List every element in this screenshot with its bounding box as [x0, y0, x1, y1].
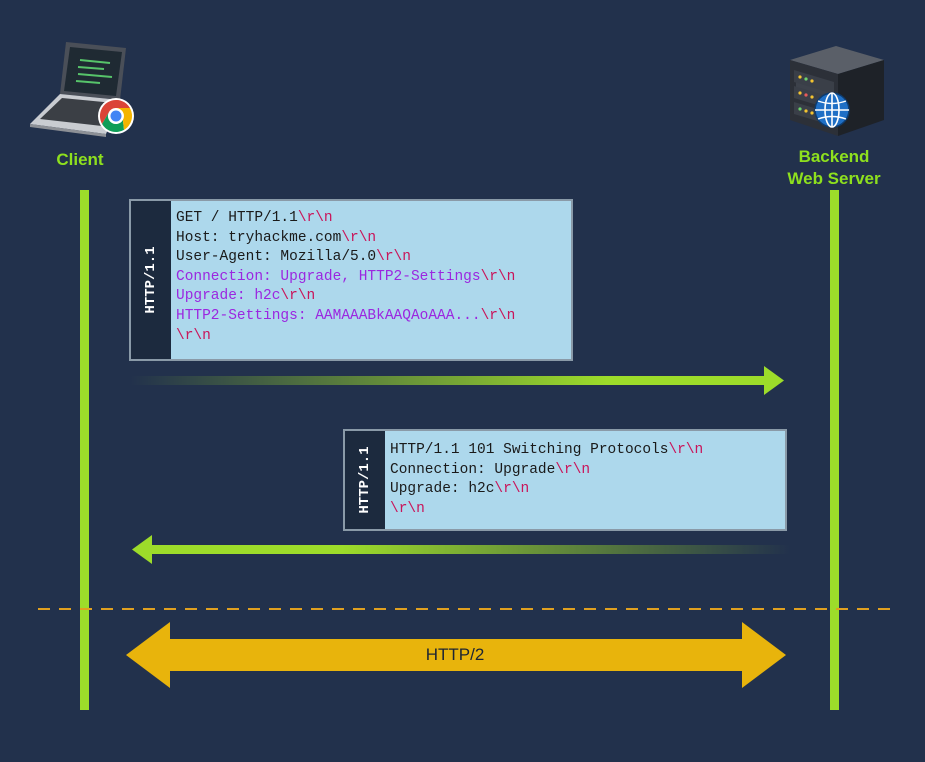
- response-line: \r\n: [390, 500, 703, 520]
- crlf-marker: \r\n: [480, 268, 516, 285]
- client-icon: [28, 38, 138, 138]
- request-header-text: Upgrade: h2c: [176, 288, 281, 305]
- http2-label: HTTP/2: [425, 645, 485, 664]
- request-header-text: User-Agent: Mozilla/5.0: [176, 249, 377, 266]
- upgrade-divider: [38, 597, 890, 610]
- request-header-text: HTTP2-Settings: AAMAAABkAAQAoAAA...: [176, 307, 481, 324]
- request-arrow: [130, 365, 790, 397]
- crlf-marker: \r\n: [668, 442, 704, 458]
- response-header-text: Upgrade: h2c: [390, 481, 495, 498]
- globe-icon: [814, 92, 850, 128]
- response-message-box: HTTP/1.1 HTTP/1.1 101 Switching Protocol…: [343, 429, 787, 531]
- crlf-marker: \r\n: [555, 461, 591, 478]
- request-protocol-tag-label: HTTP/1.1: [143, 246, 159, 314]
- request-header-text: Connection: Upgrade, HTTP2-Settings: [176, 268, 481, 285]
- server-rack-icon: [780, 40, 890, 140]
- response-header-text: Connection: Upgrade: [390, 461, 556, 478]
- response-line: Upgrade: h2c\r\n: [390, 480, 703, 500]
- request-line: GET / HTTP/1.1\r\n: [176, 209, 515, 229]
- request-protocol-tag: HTTP/1.1: [131, 201, 171, 359]
- request-header-text: GET / HTTP/1.1: [176, 210, 298, 226]
- request-line: \r\n: [176, 327, 515, 347]
- request-line: HTTP2-Settings: AAMAAABkAAQAoAAA...\r\n: [176, 307, 515, 327]
- crlf-marker: \r\n: [297, 210, 333, 226]
- server-label: Backend Web Server: [769, 146, 899, 190]
- response-header-text: HTTP/1.1 101 Switching Protocols: [390, 442, 669, 458]
- request-line: Connection: Upgrade, HTTP2-Settings\r\n: [176, 268, 515, 288]
- request-line: Host: tryhackme.com\r\n: [176, 229, 515, 249]
- response-arrow: [130, 534, 790, 566]
- server-label-line1: Backend: [798, 147, 870, 166]
- response-protocol-tag: HTTP/1.1: [345, 431, 385, 529]
- server-lifeline: [830, 190, 839, 710]
- crlf-marker: \r\n: [376, 249, 411, 266]
- crlf-marker: \r\n: [280, 288, 316, 305]
- crlf-marker: \r\n: [341, 229, 377, 246]
- crlf-marker: \r\n: [480, 307, 516, 324]
- client-label: Client: [56, 150, 104, 169]
- request-line: User-Agent: Mozilla/5.0\r\n: [176, 248, 515, 268]
- crlf-marker: \r\n: [494, 481, 530, 498]
- crlf-marker: \r\n: [390, 500, 425, 517]
- http2-bidirectional-arrow: [126, 622, 786, 688]
- response-line: Connection: Upgrade\r\n: [390, 461, 703, 481]
- server-label-line2: Web Server: [787, 169, 881, 188]
- crlf-marker: \r\n: [176, 327, 211, 344]
- response-protocol-tag-label: HTTP/1.1: [357, 446, 373, 514]
- response-line: HTTP/1.1 101 Switching Protocols\r\n: [390, 441, 703, 461]
- client-lifeline: [80, 190, 89, 710]
- request-header-text: Host: tryhackme.com: [176, 229, 342, 246]
- request-line: Upgrade: h2c\r\n: [176, 287, 515, 307]
